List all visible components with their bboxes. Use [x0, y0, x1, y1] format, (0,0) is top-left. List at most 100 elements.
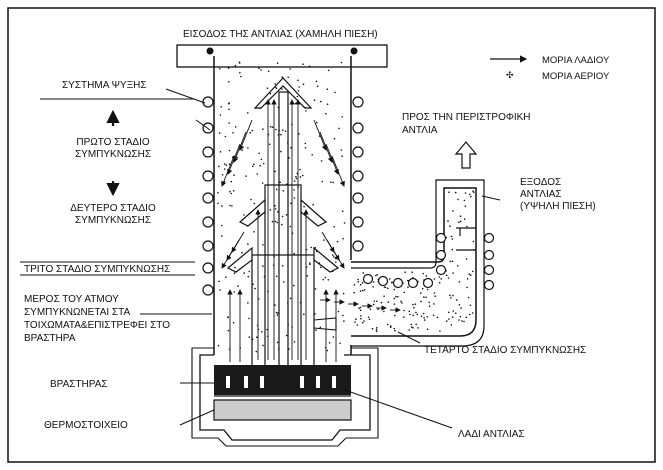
- gas-particle: [458, 304, 461, 306]
- gas-particle: [228, 122, 230, 124]
- second-stage-label-2: ΣΥΜΠΥΚΝΩΣΗΣ: [75, 215, 151, 226]
- gas-particle: [362, 289, 364, 292]
- gas-particle: [279, 181, 281, 184]
- gas-particle: [384, 286, 387, 289]
- gas-particle: [233, 174, 235, 176]
- gas-particle: [372, 286, 374, 288]
- gas-particle: [375, 328, 378, 331]
- vapor-slot: [300, 376, 304, 388]
- gas-particle: [342, 314, 344, 317]
- gas-particle: [275, 87, 278, 89]
- gas-particle: [290, 146, 292, 149]
- gas-particle: [324, 276, 327, 279]
- gas-particle: [253, 163, 255, 166]
- gas-particle: [361, 282, 364, 284]
- gas-particle: [309, 262, 311, 264]
- gas-particle: [281, 88, 283, 90]
- gas-particle: [320, 160, 323, 162]
- gas-particle: [471, 312, 474, 314]
- gas-particle: [360, 315, 362, 317]
- gas-particle: [357, 280, 360, 283]
- gas-particle: [228, 163, 231, 166]
- gas-particle: [282, 281, 285, 283]
- gas-particle: [383, 310, 385, 313]
- gas-particle: [276, 62, 279, 64]
- outlet-label-3: (ΥΨΗΛΗ ΠΙΕΣΗ): [520, 201, 596, 212]
- gas-particle: [466, 278, 469, 280]
- gas-particle: [250, 198, 252, 201]
- gas-particle: [465, 316, 468, 319]
- coil-turn: [377, 275, 389, 287]
- gas-particle: [373, 281, 375, 283]
- gas-particle: [326, 349, 329, 352]
- coil-turn: [435, 249, 447, 261]
- gas-particle: [245, 175, 247, 177]
- cooling-coils: [202, 96, 495, 296]
- gas-particle: [455, 312, 457, 315]
- gas-particle: [332, 254, 334, 256]
- jet-cap-2-right: [300, 198, 328, 227]
- gas-particle: [256, 324, 259, 327]
- gas-particle: [257, 298, 260, 300]
- gas-particle: [408, 310, 411, 313]
- gas-particle: [291, 326, 293, 328]
- gas-particle: [330, 181, 332, 183]
- gas-particle: [388, 278, 391, 280]
- gas-particle: [294, 102, 297, 105]
- gas-particle: [468, 273, 471, 275]
- gas-particle: [458, 221, 460, 223]
- gas-particle: [237, 285, 239, 287]
- gas-particle: [464, 192, 467, 194]
- gas-particle: [448, 191, 450, 193]
- first-stage-label: ΠΡΩΤΟ ΣΤΑΔΙΟ: [76, 137, 150, 148]
- gas-particle: [228, 348, 231, 351]
- gas-particle: [452, 210, 454, 212]
- gas-particle: [305, 248, 308, 251]
- gas-particle: [361, 321, 364, 324]
- jet-nozzle-4: [313, 317, 337, 331]
- gas-particle: [282, 190, 285, 192]
- gas-particle: [274, 220, 277, 223]
- gas-particle: [234, 155, 236, 158]
- gas-particle: [387, 301, 390, 303]
- gas-particle: [335, 261, 337, 264]
- gas-particle: [281, 215, 284, 218]
- gas-particle: [426, 288, 429, 291]
- gas-particle: [333, 256, 335, 258]
- vapor-arrow: [239, 119, 253, 151]
- gas-particle: [337, 310, 340, 313]
- gas-particle: [451, 248, 454, 251]
- gas-particle: [288, 157, 290, 159]
- gas-particle: [221, 174, 224, 176]
- gas-particle: [376, 274, 379, 276]
- legend-oil-label: ΜΟΡΙΑ ΛΑΔΙΟΥ: [542, 55, 610, 66]
- first-stage-label-2: ΣΥΜΠΥΚΝΩΣΗΣ: [75, 149, 151, 160]
- vapor-slot: [244, 376, 248, 388]
- gas-particle: [449, 225, 451, 227]
- gas-particle: [450, 297, 452, 299]
- gas-particle: [251, 338, 254, 341]
- outlet-label-2: ΑΝΤΛΙΑΣ: [520, 189, 562, 200]
- gas-particle: [426, 316, 429, 318]
- gas-particle: [287, 76, 290, 79]
- heater-element: [213, 399, 352, 421]
- gas-particle: [432, 314, 435, 317]
- gas-particle: [296, 95, 299, 98]
- vapor-arrow: [221, 247, 235, 269]
- gas-particle: [247, 147, 249, 149]
- coil-turn: [483, 279, 495, 291]
- gas-particle: [241, 149, 243, 151]
- gas-particle: [389, 326, 392, 329]
- gas-particle: [401, 302, 403, 304]
- gas-particle: [463, 218, 466, 220]
- gas-particle: [416, 313, 419, 316]
- gas-particle: [323, 239, 325, 241]
- gas-particle: [376, 327, 378, 329]
- gas-particle: [234, 266, 236, 269]
- gas-particle: [228, 81, 230, 83]
- gas-particle: [269, 125, 272, 128]
- coil-turn: [352, 122, 364, 134]
- gas-particle: [447, 220, 449, 222]
- coil-turn: [202, 96, 214, 108]
- boiler-vapor-slots: [226, 376, 336, 388]
